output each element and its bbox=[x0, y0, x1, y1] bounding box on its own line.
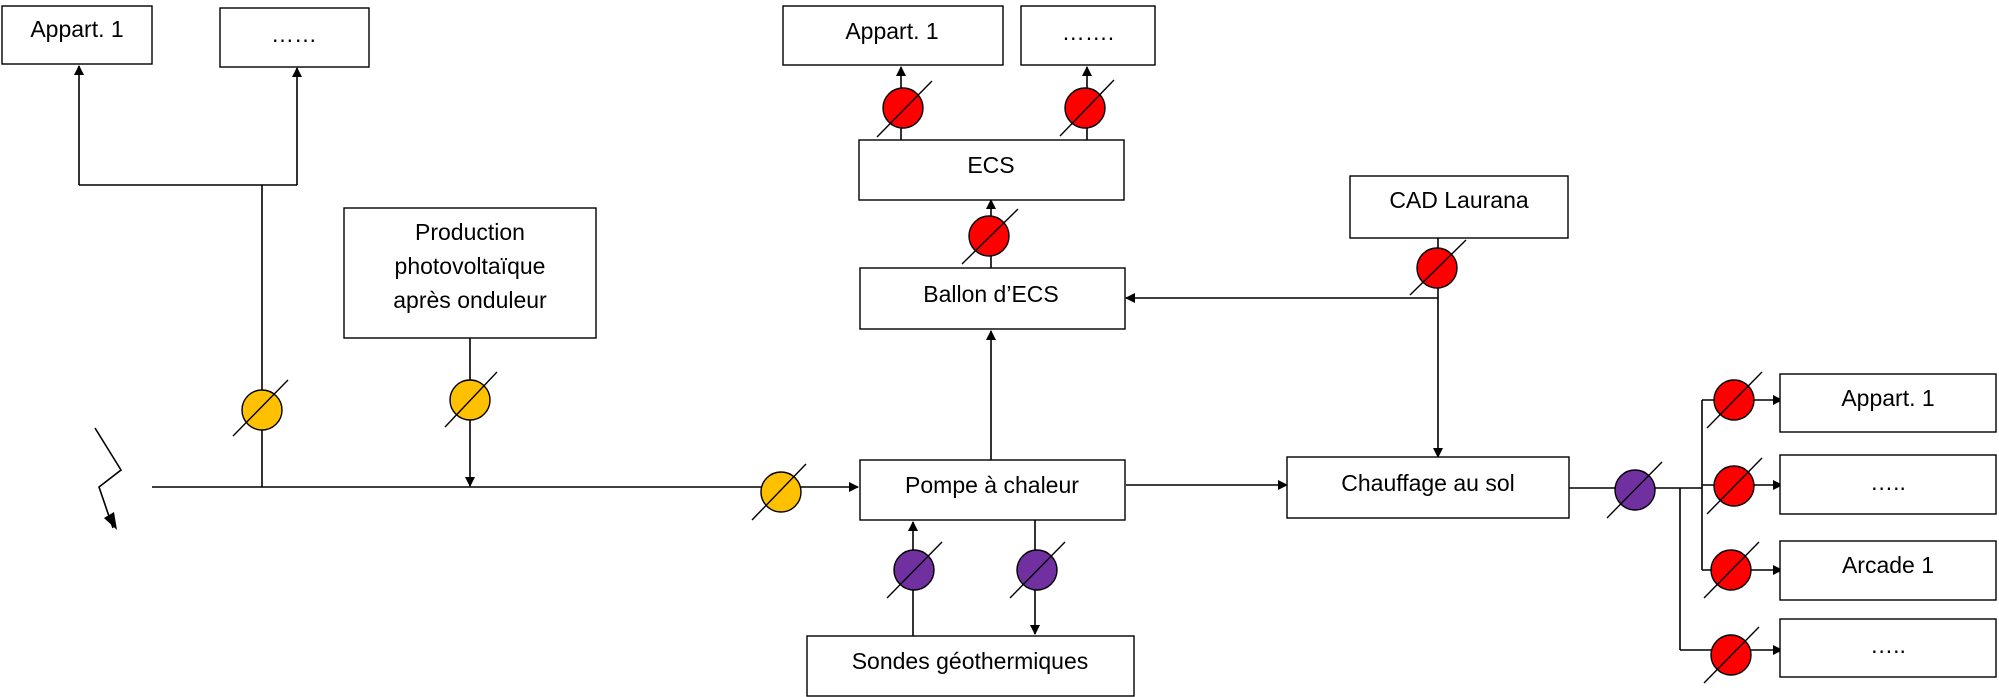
box-ecs: ECS bbox=[858, 139, 1125, 201]
box-chauffage-au-sol-label: Chauffage au sol bbox=[1341, 470, 1515, 496]
box-appart-left-label: Appart. 1 bbox=[30, 16, 123, 42]
box-appart-right-label: Appart. 1 bbox=[1841, 385, 1934, 411]
meter-icon bbox=[1409, 239, 1467, 296]
box-appart-top-label: Appart. 1 bbox=[845, 18, 938, 44]
box-appart-right: Appart. 1 bbox=[1779, 373, 1997, 433]
box-production-pv: Production photovoltaïque après onduleur bbox=[343, 207, 597, 339]
box-arcade-1: Arcade 1 bbox=[1779, 540, 1997, 601]
meter-icon bbox=[886, 541, 943, 599]
box-ballon-ecs-label: Ballon d’ECS bbox=[923, 281, 1059, 307]
box-production-pv-line-3: après onduleur bbox=[393, 287, 547, 313]
box-cad-laurana: CAD Laurana bbox=[1349, 175, 1569, 239]
lightning-icon bbox=[94, 427, 123, 529]
box-dots-top-label: ……. bbox=[1062, 19, 1114, 45]
box-appart-left: Appart. 1 bbox=[1, 5, 153, 65]
box-production-pv-line-2: photovoltaïque bbox=[395, 253, 546, 279]
meter-icon bbox=[1703, 626, 1760, 684]
meter-icon bbox=[751, 463, 807, 521]
box-dots-right-2: ….. bbox=[1779, 618, 1997, 678]
box-arcade-1-label: Arcade 1 bbox=[1842, 552, 1934, 578]
box-pompe-a-chaleur-label: Pompe à chaleur bbox=[905, 472, 1079, 498]
meter-icon bbox=[1059, 79, 1115, 137]
box-production-pv-line-1: Production bbox=[415, 219, 525, 245]
box-ecs-label: ECS bbox=[967, 152, 1014, 178]
meter-icon bbox=[1009, 541, 1066, 599]
meter-icon bbox=[444, 371, 498, 428]
box-dots-right-1: ….. bbox=[1779, 454, 1997, 515]
meter-icon bbox=[1706, 371, 1763, 429]
lightning-arrowhead-icon bbox=[104, 512, 117, 530]
box-chauffage-au-sol: Chauffage au sol bbox=[1286, 456, 1570, 519]
meter-icon bbox=[1706, 457, 1763, 515]
box-cad-laurana-label: CAD Laurana bbox=[1389, 187, 1529, 213]
meter-icon bbox=[1606, 461, 1663, 519]
meters bbox=[232, 79, 1763, 684]
box-dots-left: …… bbox=[219, 7, 370, 68]
box-sondes-geothermiques-label: Sondes géothermiques bbox=[852, 648, 1089, 674]
box-dots-right-1-label: ….. bbox=[1870, 469, 1906, 495]
meter-icon bbox=[961, 208, 1019, 265]
box-dots-left-label: …… bbox=[271, 21, 317, 47]
box-dots-right-2-label: ….. bbox=[1870, 632, 1906, 658]
meter-icon bbox=[1703, 541, 1760, 599]
box-sondes-geothermiques: Sondes géothermiques bbox=[806, 635, 1135, 697]
meter-icon bbox=[876, 80, 933, 138]
box-dots-top: ……. bbox=[1020, 5, 1156, 66]
box-ballon-ecs: Ballon d’ECS bbox=[859, 267, 1126, 330]
meter-icon bbox=[232, 379, 289, 437]
box-pompe-a-chaleur: Pompe à chaleur bbox=[859, 459, 1126, 521]
box-appart-top: Appart. 1 bbox=[782, 5, 1004, 66]
